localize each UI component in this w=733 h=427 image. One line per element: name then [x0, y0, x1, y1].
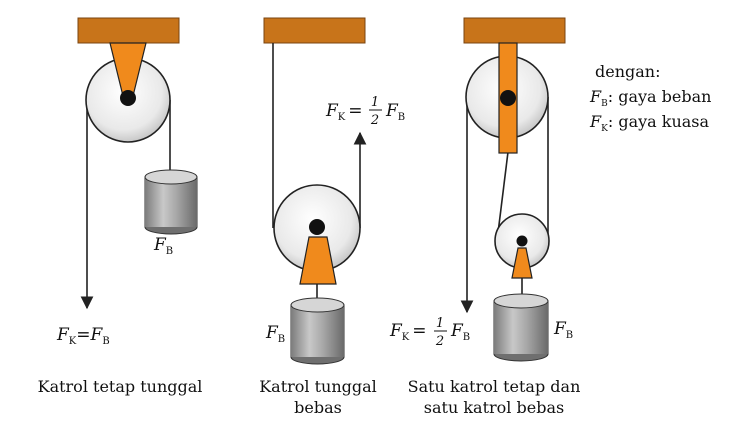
legend-heading: dengan: — [595, 62, 661, 81]
weight-label: FB — [153, 235, 173, 257]
weight-cylinder — [493, 293, 549, 362]
pulley-bracket — [299, 236, 337, 285]
fraction-denominator: 2 — [435, 334, 444, 349]
caption-line-2: satu katrol bebas — [424, 398, 564, 417]
caption-line-1: Satu katrol tetap dan — [408, 377, 581, 396]
ceiling-beam — [77, 17, 180, 44]
pulley-axle — [309, 219, 325, 235]
ceiling-beam — [263, 17, 366, 44]
legend: dengan: FB: gaya beban FK: gaya kuasa — [589, 62, 711, 134]
pulley-axle — [120, 90, 136, 106]
svg-text:FK=: FK= — [325, 101, 363, 123]
fraction-numerator: 1 — [371, 95, 379, 110]
weight-label: FB — [265, 323, 285, 345]
force-equation: FK= 1 2 FB — [389, 316, 470, 349]
caption-line-1: Katrol tunggal — [259, 377, 377, 396]
ceiling-beam — [463, 17, 566, 44]
svg-text:FK=: FK= — [389, 321, 427, 343]
system-compound-pulley: FB FK= 1 2 FB Satu katrol tetap dan satu… — [389, 17, 581, 417]
fraction-numerator: 1 — [436, 316, 444, 331]
weight-cylinder — [290, 297, 345, 365]
svg-text:FB: FB — [450, 321, 470, 343]
system-movable-pulley: FB FK= 1 2 FB Katrol tunggal bebas — [259, 17, 405, 417]
caption: Katrol tetap tunggal — [38, 377, 203, 396]
fraction-denominator: 2 — [370, 113, 379, 128]
legend-item-fb: FB: gaya beban — [589, 87, 711, 109]
weight-cylinder — [144, 169, 198, 235]
force-equation: FK= 1 2 FB — [325, 95, 405, 128]
weight-label: FB — [553, 319, 573, 341]
svg-text:FB: FB — [385, 101, 405, 123]
fixed-pulley-axle — [500, 90, 516, 106]
movable-pulley-bracket — [511, 247, 533, 279]
movable-pulley-axle — [516, 235, 528, 247]
caption-line-2: bebas — [294, 398, 342, 417]
legend-item-fk: FK: gaya kuasa — [589, 112, 710, 134]
system-fixed-pulley: FB FK=FB Katrol tetap tunggal — [38, 17, 203, 396]
force-equation: FK=FB — [56, 325, 110, 347]
